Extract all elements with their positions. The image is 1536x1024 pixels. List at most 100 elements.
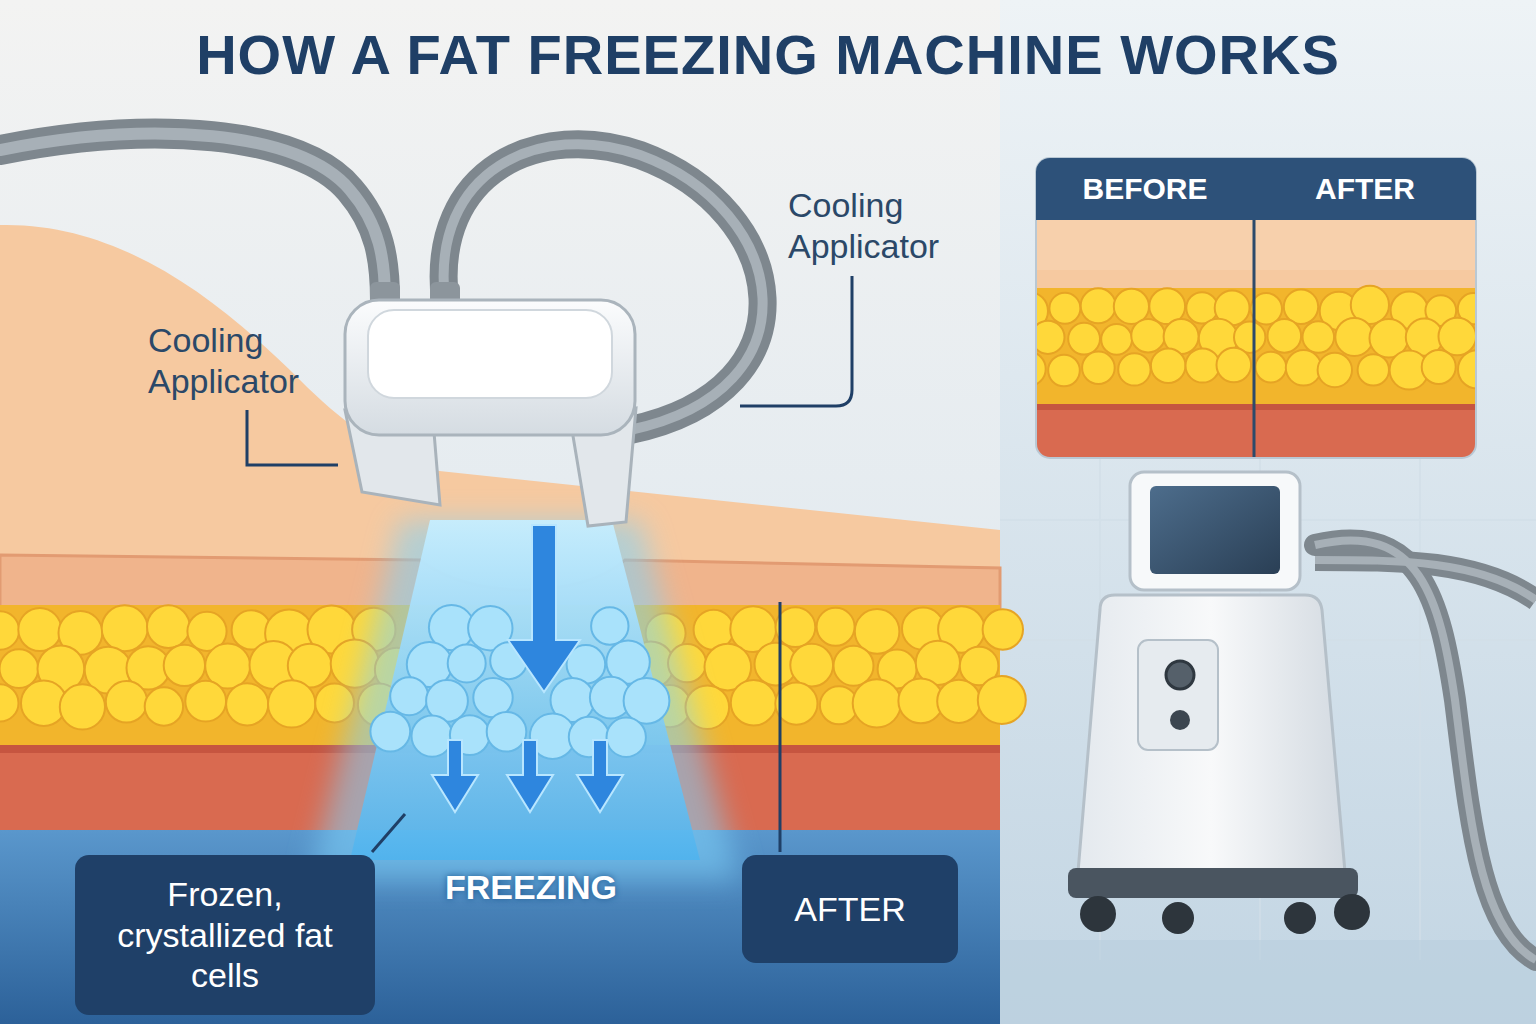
fat-cell <box>978 676 1026 724</box>
fat-cell <box>1036 352 1046 386</box>
title-wrap: HOW A FAT FREEZING MACHINE WORKS <box>0 22 1536 87</box>
fat-cell <box>1049 293 1080 324</box>
fat-cell <box>1422 350 1456 384</box>
fat-cell <box>775 683 817 725</box>
box-text: AFTER <box>1315 171 1415 207</box>
process-label-wrap: FREEZING <box>445 868 675 907</box>
fat-freezing-machine <box>1170 710 1190 730</box>
part-label: Cooling Applicator <box>148 320 348 402</box>
fat-cell <box>1036 321 1065 354</box>
fat-cell <box>102 605 148 651</box>
fat-freezing-machine <box>1315 540 1536 960</box>
fat-cell <box>607 718 646 757</box>
header-band: BEFORE <box>1036 158 1254 220</box>
fat-cell <box>1131 319 1165 353</box>
fat-freezing-machine <box>1078 595 1345 872</box>
fat-cell <box>1186 348 1220 382</box>
freezing-beam <box>310 520 740 880</box>
fat-cell <box>1101 324 1132 355</box>
cooling-applicator <box>0 134 763 526</box>
cooling-applicator <box>345 300 635 435</box>
part-label: Cooling Applicator <box>788 185 988 267</box>
box-text: AFTER <box>794 889 905 930</box>
freezing-beam <box>310 520 740 880</box>
fat-cell <box>1458 350 1476 388</box>
background <box>1419 400 1421 960</box>
fat-cell <box>0 684 19 721</box>
fat-cell <box>1217 348 1252 383</box>
fat-cell <box>1439 318 1477 356</box>
freezing-beam <box>350 520 700 860</box>
fat-freezing-machine <box>1130 472 1300 590</box>
fat-cell <box>390 677 428 715</box>
before-after-panel <box>1036 158 1476 458</box>
fat-cell <box>1081 288 1116 323</box>
callout-box: Frozen, crystallized fat cells <box>75 855 375 1015</box>
part-label-wrap: Cooling Applicator <box>788 185 988 267</box>
fat-cell <box>315 684 354 723</box>
freezing-beam <box>577 740 623 812</box>
fat-cell <box>226 683 268 725</box>
before-after-panel <box>1036 286 1476 390</box>
fat-cell <box>1151 348 1186 383</box>
fat-cell <box>790 644 833 687</box>
leader-line <box>247 410 338 465</box>
background <box>1000 400 1536 960</box>
fat-cell <box>1335 318 1373 356</box>
cooling-applicator <box>368 310 612 398</box>
before-after-panel <box>1036 158 1476 458</box>
before-after-panel <box>1036 288 1476 406</box>
fat-freezing-machine <box>1315 540 1536 960</box>
fat-cell <box>268 680 315 727</box>
leader-line <box>247 276 852 852</box>
before-after-panel <box>1036 158 1476 458</box>
freezing-beam <box>508 525 580 692</box>
fat-cell <box>145 687 183 725</box>
fat-cell <box>487 712 527 752</box>
process-label: FREEZING <box>445 868 675 907</box>
fat-cell <box>937 680 980 723</box>
fat-cell <box>164 645 205 686</box>
fat-cell <box>1068 323 1100 355</box>
background <box>0 0 1000 1024</box>
fat-freezing-machine <box>1166 661 1194 689</box>
box-text: Frozen, crystallized fat cells <box>105 874 345 996</box>
fat-cell <box>1268 319 1302 353</box>
fat-cell <box>1082 351 1115 384</box>
header-band: AFTER <box>1254 158 1476 220</box>
background <box>1000 0 1536 1024</box>
diagram-title: HOW A FAT FREEZING MACHINE WORKS <box>0 22 1536 87</box>
cooling-applicator <box>0 134 385 300</box>
fat-freezing-machine <box>1068 868 1358 898</box>
fat-freezing-machine <box>1068 472 1536 960</box>
cooling-applicator <box>0 134 385 300</box>
fat-freezing-machine <box>1334 894 1370 930</box>
part-label-wrap: Cooling Applicator <box>148 320 348 402</box>
fat-cell <box>1358 354 1389 385</box>
fat-cell <box>983 609 1023 649</box>
before-after-panel <box>1010 158 1496 458</box>
fat-cell <box>185 681 226 722</box>
freezing-beam <box>507 740 553 812</box>
fat-freezing-machine <box>1284 902 1316 934</box>
freezing-beam <box>370 605 669 759</box>
fat-cell <box>147 605 190 648</box>
fat-cell <box>448 644 486 682</box>
fat-cell <box>412 716 453 757</box>
background <box>1000 940 1536 1024</box>
fat-cell <box>0 611 19 650</box>
fat-cell <box>1255 352 1286 383</box>
fat-cell <box>834 646 874 686</box>
fat-cell <box>591 607 628 644</box>
fat-cell <box>1303 321 1335 353</box>
tissue-layers <box>0 225 1026 1024</box>
fat-cell <box>370 712 410 752</box>
freezing-beam <box>432 525 623 812</box>
leader-line <box>740 276 852 406</box>
fat-freezing-machine <box>1315 560 1536 600</box>
fat-cell <box>1318 353 1352 387</box>
callout-box: AFTER <box>742 855 958 963</box>
fat-cell <box>18 608 61 651</box>
fat-cell <box>853 679 901 727</box>
